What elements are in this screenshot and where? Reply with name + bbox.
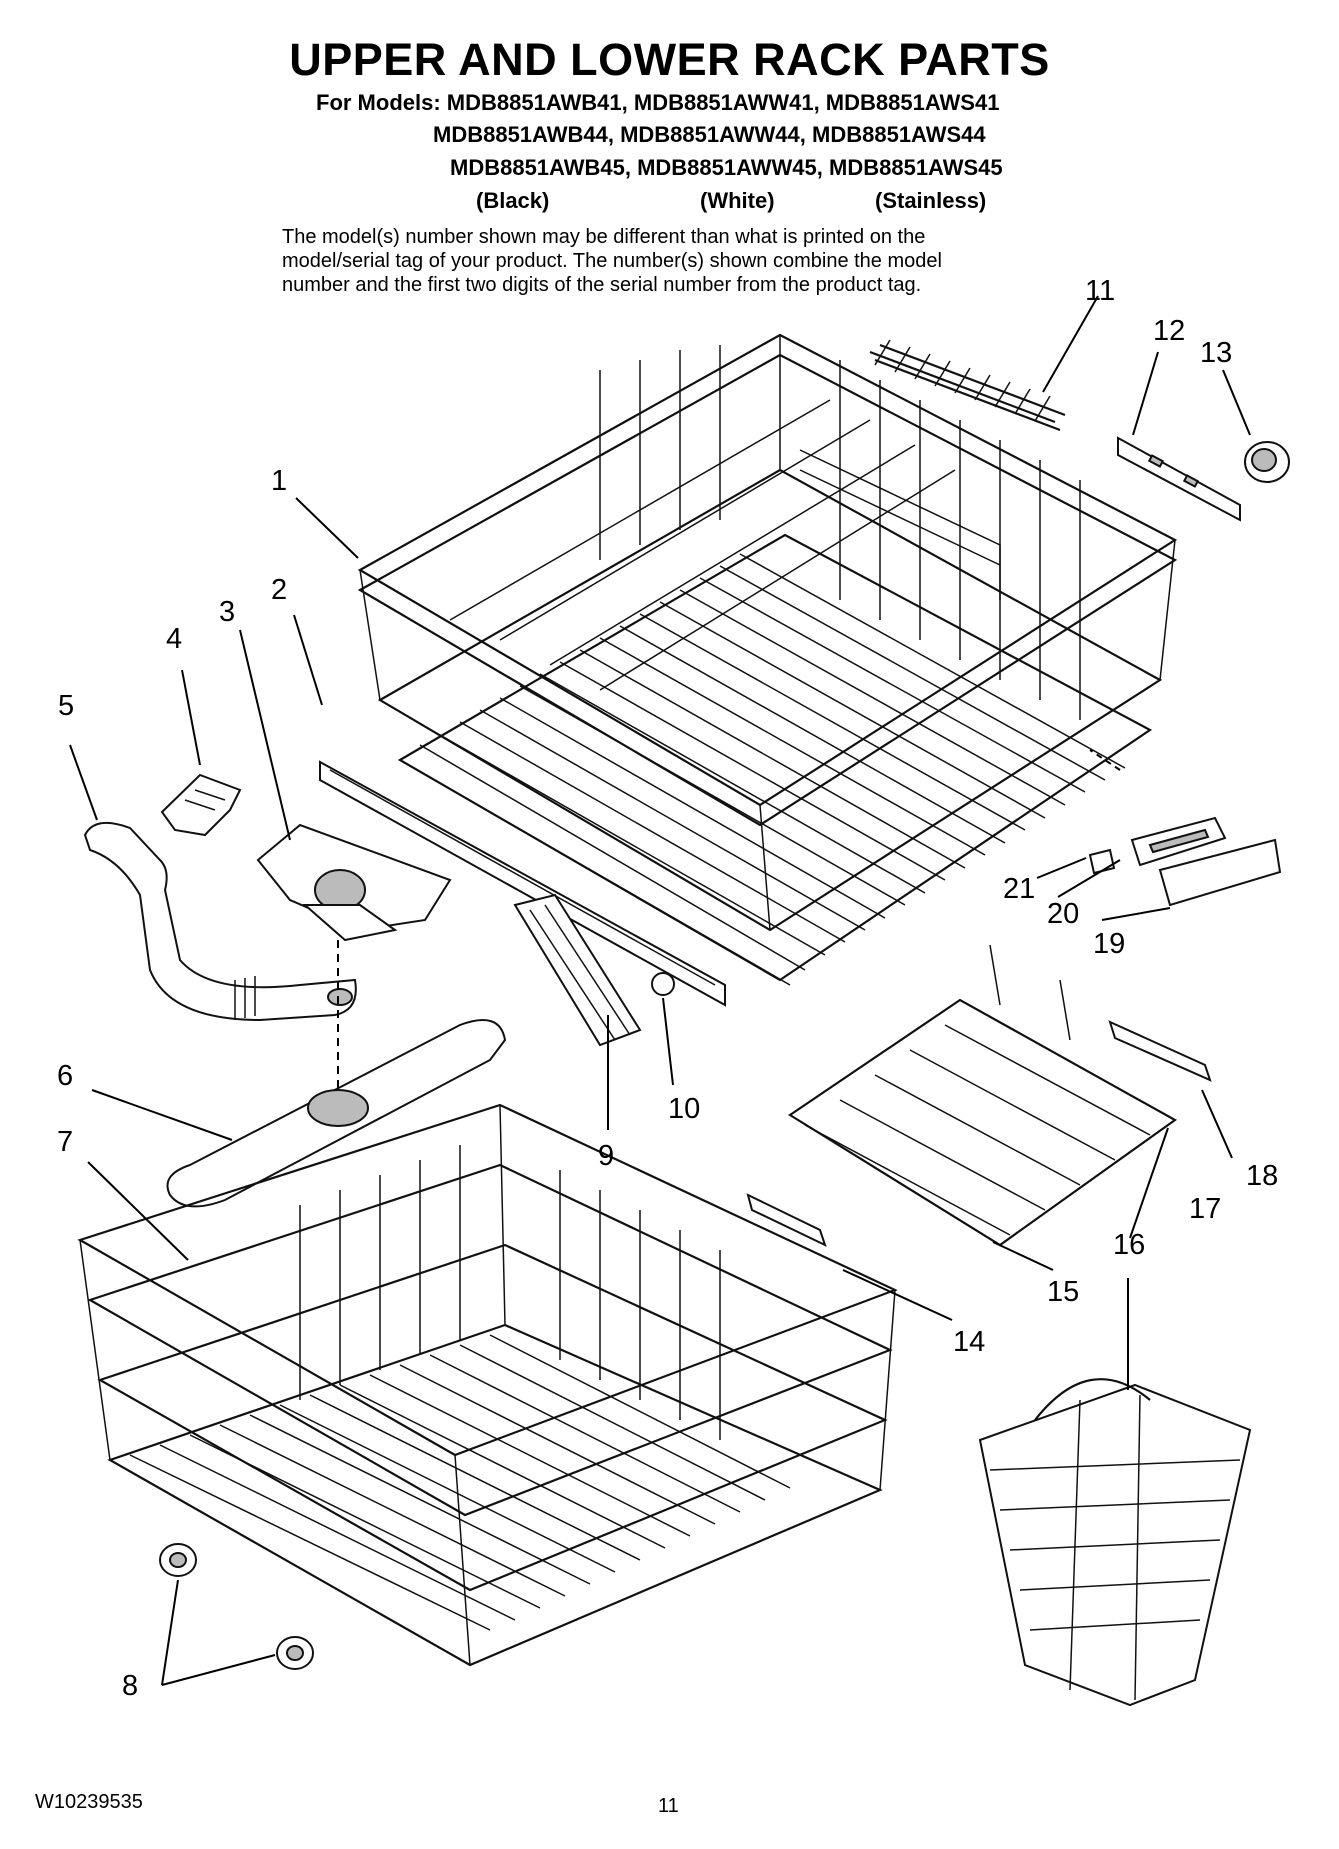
note-line-1: The model(s) number shown may be differe… bbox=[282, 226, 926, 248]
rail-drawing bbox=[319, 760, 726, 1007]
callout-11: 11 bbox=[1085, 275, 1116, 307]
callout-21: 21 bbox=[1003, 873, 1036, 905]
callout-14: 14 bbox=[953, 1326, 986, 1358]
tine-clip-right-drawing bbox=[1108, 1020, 1212, 1082]
manifold-drawing bbox=[256, 823, 452, 942]
callout-17: 17 bbox=[1189, 1193, 1222, 1225]
tine-clip-left-drawing bbox=[746, 1193, 827, 1247]
callout-12: 12 bbox=[1153, 315, 1186, 347]
callout-10: 10 bbox=[668, 1093, 701, 1125]
callout-16: 16 bbox=[1113, 1229, 1146, 1261]
models-row-2-text: MDB8851AWB44, MDB8851AWW44, MDB8851AWS44 bbox=[433, 122, 986, 147]
track-stop-drawing bbox=[513, 893, 642, 1047]
callout-4: 4 bbox=[166, 623, 183, 655]
note-line-3: number and the first two digits of the s… bbox=[282, 274, 922, 296]
callout-13: 13 bbox=[1200, 337, 1233, 369]
callout-8: 8 bbox=[122, 1670, 139, 1702]
clip-drawing bbox=[160, 773, 242, 837]
callout-3: 3 bbox=[219, 596, 236, 628]
models-row-3-text: MDB8851AWB45, MDB8851AWW45, MDB8851AWS45 bbox=[450, 155, 1003, 180]
wheels-drawing bbox=[159, 1543, 314, 1670]
callout-18: 18 bbox=[1246, 1160, 1279, 1192]
cap-drawing bbox=[1244, 441, 1290, 483]
models-row-2: MDB8851AWB44, MDB8851AWW44, MDB8851AWS44 bbox=[433, 122, 986, 148]
models-prefix: For Models: bbox=[316, 90, 441, 115]
silverware-basket-drawing bbox=[978, 1378, 1252, 1707]
model-note: The model(s) number shown may be differe… bbox=[282, 225, 1082, 297]
models-row-1: For Models: MDB8851AWB41, MDB8851AWW41, … bbox=[316, 90, 999, 116]
upper-rack-drawing bbox=[357, 333, 1178, 986]
lower-rack-drawing bbox=[77, 1103, 898, 1667]
models-row-1-text: MDB8851AWB41, MDB8851AWW41, MDB8851AWS41 bbox=[446, 90, 1000, 115]
note-line-2: model/serial tag of your product. The nu… bbox=[282, 250, 942, 272]
variant-stainless: (Stainless) bbox=[875, 188, 987, 213]
page-title: UPPER AND LOWER RACK PARTS bbox=[289, 34, 1050, 85]
feed-tube-drawing bbox=[83, 821, 357, 1022]
spray-arm-drawing bbox=[166, 1019, 507, 1208]
handle-drawing bbox=[1088, 816, 1282, 907]
leader-lines bbox=[69, 295, 1251, 1686]
callout-1: 1 bbox=[271, 465, 288, 497]
ball-drawing bbox=[651, 972, 675, 996]
document-number: W10239535 bbox=[35, 1791, 143, 1813]
page-number: 11 bbox=[658, 1795, 679, 1817]
tine-row-drawing bbox=[869, 339, 1066, 432]
callout-6: 6 bbox=[57, 1060, 74, 1092]
callout-19: 19 bbox=[1093, 928, 1126, 960]
models-row-3: MDB8851AWB45, MDB8851AWW45, MDB8851AWS45 bbox=[450, 155, 1003, 181]
callout-20: 20 bbox=[1047, 898, 1080, 930]
callout-7: 7 bbox=[57, 1126, 74, 1158]
bracket-drawing bbox=[1117, 436, 1241, 522]
variant-white: (White) bbox=[700, 188, 775, 213]
fold-tine-rack-drawing bbox=[787, 944, 1178, 1247]
callout-9: 9 bbox=[598, 1140, 615, 1172]
callout-15: 15 bbox=[1047, 1276, 1080, 1308]
callout-5: 5 bbox=[58, 690, 75, 722]
callout-2: 2 bbox=[271, 574, 288, 606]
variant-black: (Black) bbox=[476, 188, 550, 213]
